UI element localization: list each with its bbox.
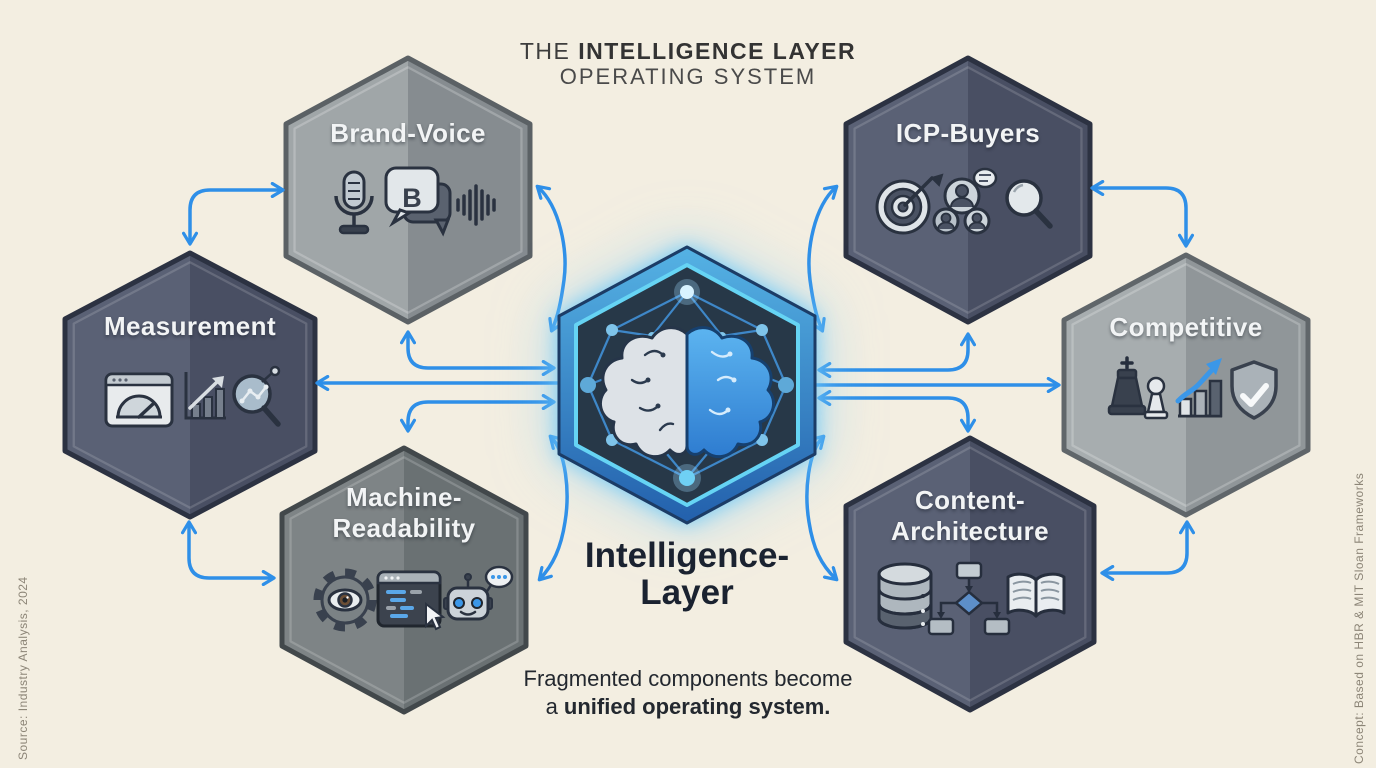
caption: Fragmented components become a unified o…: [0, 665, 1376, 720]
diagram-title: THE INTELLIGENCE LAYER: [0, 38, 1376, 65]
open-book-icon: [1006, 572, 1066, 618]
brand-voice-icons: B: [334, 166, 496, 237]
gear-eye-icon: [313, 568, 377, 632]
hexagon-measurement: [65, 253, 315, 517]
arrow-brandvoice-center-curve: [535, 184, 567, 333]
source-note: Source: Industry Analysis, 2024: [16, 576, 30, 760]
gauge-window-icon: [104, 372, 174, 428]
shield-check-icon: [1230, 360, 1278, 420]
arrow-brandvoice-center-elbow: [399, 330, 556, 377]
chess-pieces-icon: [1107, 356, 1169, 420]
label-intelligence-layer: Intelligence- Layer: [584, 536, 790, 612]
label-content-architecture: Content- Architecture: [891, 485, 1049, 546]
title-prefix: THE: [519, 38, 579, 64]
chat-bubble-b-icon: B: [384, 166, 452, 237]
database-icon: [877, 562, 933, 630]
flowchart-icon: [927, 561, 1011, 636]
code-window-icon: [376, 570, 446, 631]
title-bold: INTELLIGENCE LAYER: [578, 38, 857, 64]
magnifier-icon: [1005, 179, 1053, 229]
growth-chart-icon: [1175, 358, 1223, 418]
neural-brain-icon: [598, 326, 776, 459]
label-brand-voice: Brand-Voice: [330, 118, 486, 148]
audio-waveform-icon: [456, 184, 496, 226]
arrow-icpbuyers-center-elbow: [817, 332, 977, 379]
label-competitive: Competitive: [1109, 312, 1263, 342]
bubble-letter: B: [402, 183, 422, 213]
bar-chart-arrow-icon: [184, 372, 226, 420]
microphone-icon: [334, 170, 374, 235]
content-architecture-icons: [877, 561, 1066, 636]
machine-readability-icons: [313, 565, 514, 632]
label-measurement: Measurement: [103, 311, 277, 341]
target-icon: [875, 173, 944, 235]
arrow-competitive-contentarchitecture: [1100, 520, 1196, 582]
buyer-personas-icon: [932, 167, 998, 235]
arrow-icpbuyers-competitive: [1090, 179, 1195, 248]
arrow-machinereadability-center-elbow: [399, 393, 556, 433]
label-icp-buyers: ICP-Buyers: [895, 118, 1041, 148]
label-machine-readability: Machine- Readability: [332, 482, 476, 543]
hexagon-intelligence-layer: [557, 245, 817, 525]
arrow-measurement-machinereadability: [180, 520, 276, 587]
concept-note: Concept: Based on HBR & MIT Sloan Framew…: [1352, 472, 1366, 764]
competitive-icons: [1107, 356, 1278, 420]
arrow-contentarchitecture-center-elbow: [817, 389, 977, 433]
caption-line2: a unified operating system.: [545, 693, 831, 719]
arrow-icpbuyers-center-curve: [807, 184, 839, 333]
caption-line1: Fragmented components become: [523, 666, 853, 691]
measurement-icons: [104, 365, 281, 428]
icp-buyers-icons: [875, 167, 1053, 235]
data-magnifier-icon: [232, 365, 281, 427]
robot-chat-icon: [443, 565, 514, 621]
arrow-measurement-brandvoice: [181, 181, 285, 246]
diagram-subtitle: OPERATING SYSTEM: [559, 64, 817, 89]
